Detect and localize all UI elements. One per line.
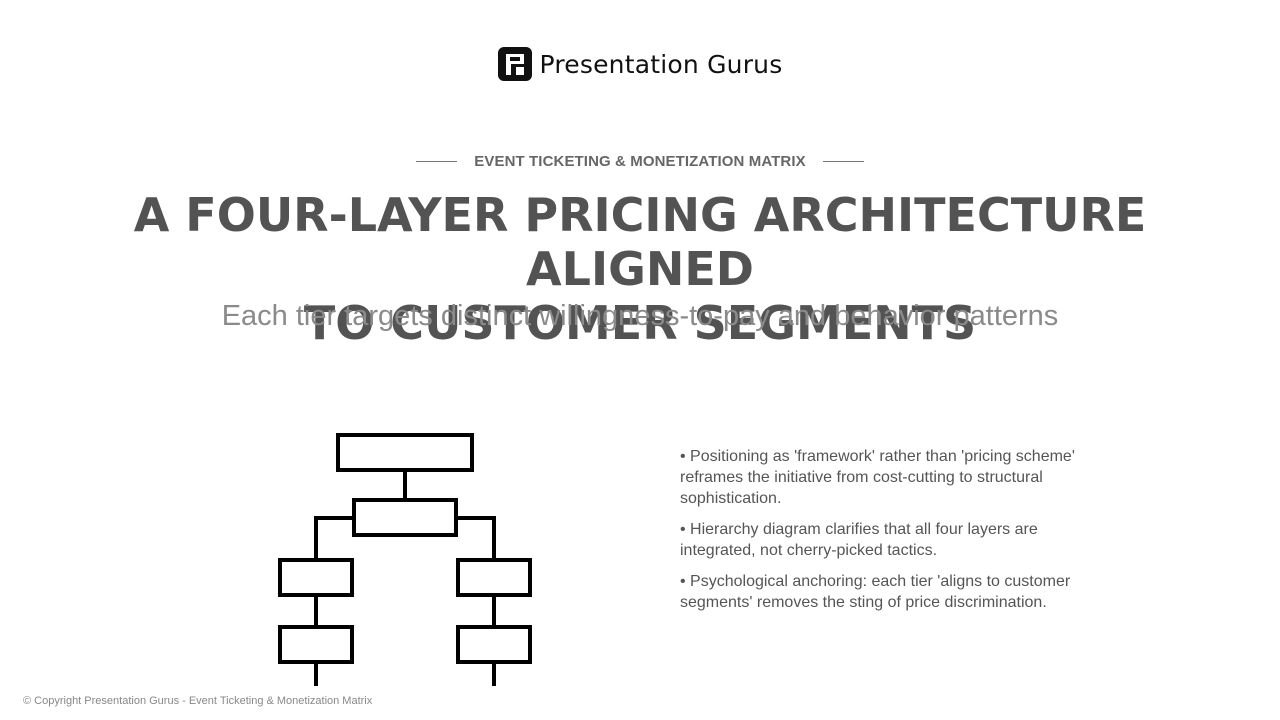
brand-name: Presentation Gurus	[539, 49, 783, 79]
hierarchy-diagram-icon	[278, 433, 532, 686]
bullet-list: • Positioning as 'framework' rather than…	[680, 446, 1080, 623]
eyebrow-rule-left	[416, 161, 458, 162]
title-line-1: A FOUR-LAYER PRICING ARCHITECTURE ALIGNE…	[133, 188, 1147, 296]
subtitle: Each tier targets distinct willingness-t…	[221, 300, 1059, 332]
eyebrow-rule-right	[822, 161, 864, 162]
eyebrow: EVENT TICKETING & MONETIZATION MATRIX	[0, 153, 1280, 170]
presentation-gurus-logo-icon	[497, 47, 532, 81]
bullet-item: • Positioning as 'framework' rather than…	[680, 448, 1075, 507]
title-line-2: TO CUSTOMER SEGMENTS	[303, 296, 977, 350]
brand-logo: Presentation Gurus	[0, 47, 1280, 81]
copyright-footer: © Copyright Presentation Gurus - Event T…	[23, 695, 373, 707]
eyebrow-text: EVENT TICKETING & MONETIZATION MATRIX	[474, 153, 806, 170]
bullet-item: • Psychological anchoring: each tier 'al…	[680, 573, 1071, 611]
page-title: A FOUR-LAYER PRICING ARCHITECTURE ALIGNE…	[40, 188, 1240, 350]
bullet-item: • Hierarchy diagram clarifies that all f…	[680, 521, 1038, 559]
